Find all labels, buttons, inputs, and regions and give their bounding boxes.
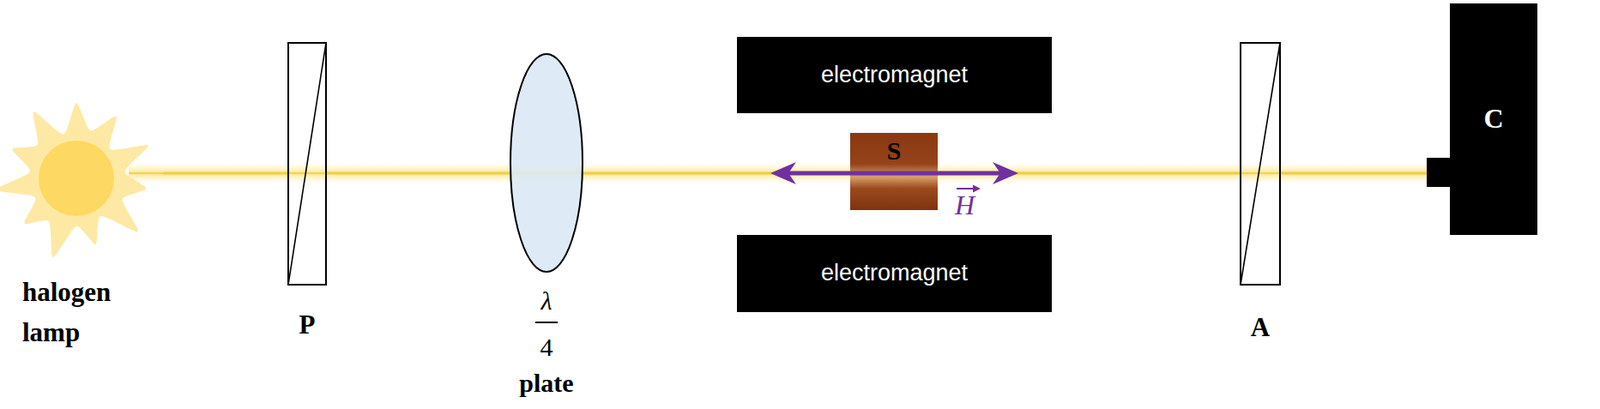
field-arrow-head (770, 162, 797, 185)
node-label: P (299, 310, 316, 340)
node-text: electromagnet (821, 260, 968, 287)
light-beam (326, 172, 510, 176)
vector-accent-head (972, 185, 981, 194)
beam-core (128, 172, 1427, 175)
light-beam (937, 172, 1240, 176)
field-arrow-head (992, 162, 1019, 185)
polarizer-diagonal (1240, 42, 1280, 285)
electromagnet: electromagnet (736, 235, 1052, 313)
polarizer-frame (1240, 42, 1280, 285)
node-text: C (1483, 103, 1504, 134)
halogen-lamp-shape (8, 96, 164, 260)
halogen-lamp: halogen lamp (8, 96, 164, 260)
electromagnet: electromagnet (736, 36, 1052, 114)
node-label: λ (541, 286, 553, 315)
vector-accent (956, 185, 981, 194)
node-label: A (1250, 313, 1270, 343)
waveplate-outline (510, 54, 583, 272)
polarizer-shape (287, 42, 327, 286)
lamp-bulb (38, 140, 115, 217)
polarizer-frame (288, 42, 327, 285)
analyzer: A (1239, 42, 1281, 286)
light-beam (1280, 172, 1450, 176)
light-beam (583, 172, 851, 176)
analyzer-shape (1239, 42, 1281, 286)
node-text: electromagnet (821, 62, 968, 89)
vector-accent-shaft (956, 187, 975, 190)
lamp-glow (0, 102, 149, 258)
field-label: H (954, 191, 975, 219)
field-arrow (770, 162, 1019, 185)
node-text: S (887, 136, 902, 165)
quarter-wave-plate-shape (509, 53, 584, 273)
sample: S (850, 132, 938, 211)
field-arrow-shaft (784, 171, 1005, 176)
light-beam (163, 172, 288, 176)
beam-glow (128, 163, 1427, 184)
camera-lens-mount (1426, 157, 1453, 188)
polarizer: P (287, 42, 327, 286)
node-label: halogen lamp (22, 272, 111, 353)
polarizer-diagonal (288, 42, 327, 285)
camera: C (1449, 3, 1538, 236)
quarter-wave-plate: λ4plate (509, 53, 584, 273)
node-label: 4 (540, 332, 554, 362)
node-label: plate (519, 368, 574, 398)
fraction-bar (535, 321, 558, 324)
